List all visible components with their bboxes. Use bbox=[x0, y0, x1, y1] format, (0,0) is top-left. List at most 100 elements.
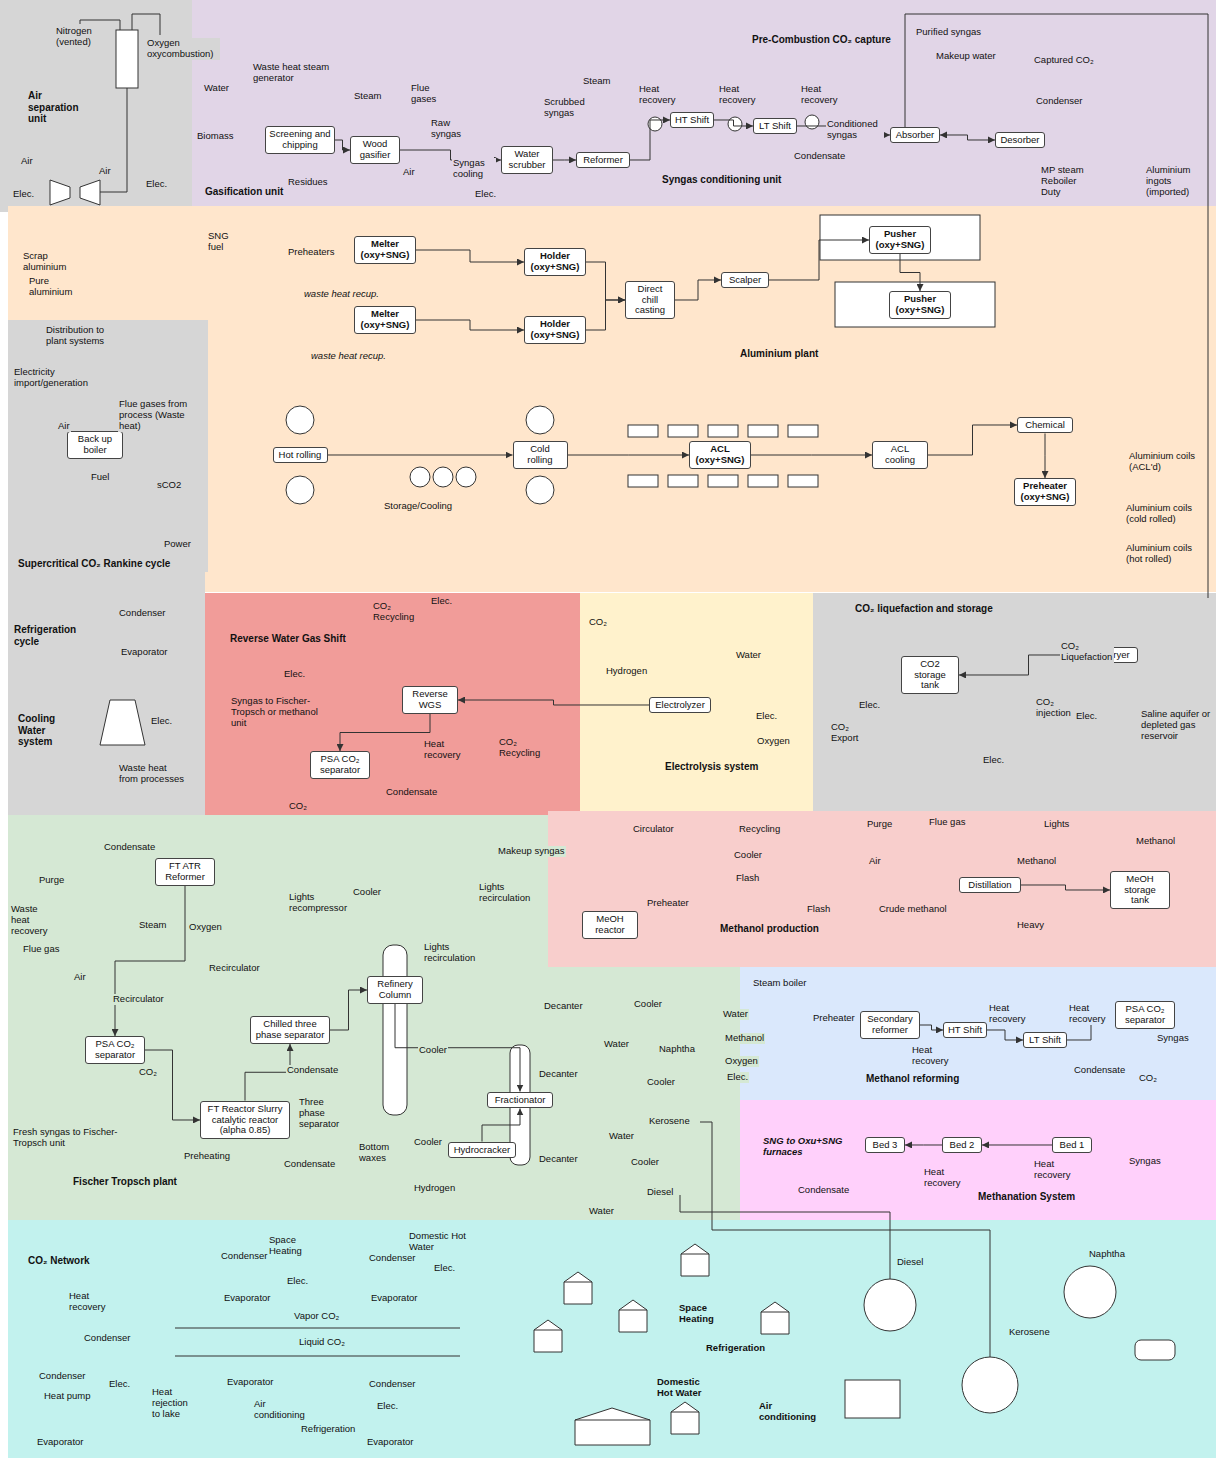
node-text: Screening and chipping bbox=[269, 129, 331, 151]
region-heading: Pre-Combustion CO₂ capture bbox=[752, 34, 891, 46]
label-text: Flash bbox=[806, 904, 831, 915]
process-box: Chilled three phase separator bbox=[250, 1016, 330, 1044]
pipe-line bbox=[671, 1402, 699, 1434]
equipment-shape bbox=[668, 425, 698, 437]
process-box: Holder (oxy+SNG) bbox=[524, 316, 586, 344]
label-text: Hydrogen bbox=[605, 666, 648, 677]
label-text: Condenser bbox=[1035, 96, 1083, 107]
process-box: Refinery Column bbox=[367, 976, 423, 1004]
label-text: Space Heating bbox=[678, 1303, 722, 1325]
label-text: Heat recovery bbox=[638, 84, 685, 106]
node-text: Bed 1 bbox=[1056, 1140, 1088, 1151]
equipment-shape bbox=[708, 425, 738, 437]
node-text: Refinery Column bbox=[371, 979, 419, 1001]
label-text: Three phase separator bbox=[298, 1097, 346, 1130]
region-band: CO₂ Network bbox=[8, 1220, 1216, 1458]
region-heading: Reverse Water Gas Shift bbox=[230, 633, 346, 645]
flow-connector bbox=[335, 140, 350, 150]
region-fill bbox=[548, 811, 1216, 967]
label-text: CO₂ bbox=[288, 801, 308, 812]
label-text: Captured CO₂ bbox=[1033, 55, 1095, 66]
label-text: Purge bbox=[38, 875, 65, 886]
equipment-shape bbox=[845, 1380, 900, 1418]
label-text: Refrigeration bbox=[300, 1424, 356, 1435]
region-band: Supercritical CO₂ Rankine cycle Back up b… bbox=[8, 320, 208, 572]
region-heading: Aluminium plant bbox=[740, 348, 818, 360]
label-text: Water bbox=[735, 650, 762, 661]
label-text: Methanol bbox=[724, 1033, 765, 1044]
node-text: Chemical bbox=[1021, 420, 1069, 431]
region-heading: Methanol reforming bbox=[866, 1073, 959, 1085]
label-text: Condenser bbox=[368, 1379, 416, 1390]
label-text: Waste heat steam generator bbox=[252, 62, 336, 84]
label-text: Waste heat recovery bbox=[10, 904, 57, 937]
label-text: Heat recovery bbox=[988, 1003, 1035, 1025]
region-heading: CO₂ Network bbox=[28, 1255, 90, 1267]
label-text: Preheating bbox=[183, 1151, 231, 1162]
label-text: Condensate bbox=[1073, 1065, 1126, 1076]
region-heading: Gasification unit bbox=[205, 186, 283, 198]
label-text: Water bbox=[722, 1009, 749, 1020]
pipe-line bbox=[175, 1328, 460, 1329]
region-fill bbox=[740, 967, 1216, 1100]
region-heading: Methanation System bbox=[978, 1191, 1075, 1203]
label-text: Condensate bbox=[283, 1159, 336, 1170]
label-text: Condensate bbox=[103, 842, 156, 853]
label-text: Syngas cooling bbox=[452, 158, 496, 180]
equipment-shape bbox=[668, 475, 698, 487]
node-text: MeOH storage tank bbox=[1114, 874, 1166, 907]
process-box: HT Shift bbox=[670, 112, 714, 129]
flow-connector bbox=[586, 262, 625, 300]
process-box: Reverse WGS bbox=[402, 686, 458, 714]
label-text: Preheater bbox=[812, 1013, 856, 1024]
vessel-symbol bbox=[1064, 1266, 1116, 1318]
label-text: Oxygen bbox=[756, 736, 791, 747]
label-text: Circulator bbox=[632, 824, 675, 835]
node-text: CO2 storage tank bbox=[905, 659, 955, 692]
node-text: Reformer bbox=[580, 155, 626, 166]
label-text: Conditioned syngas bbox=[826, 119, 884, 141]
label-text: Air bbox=[73, 972, 87, 983]
label-text: Preheater bbox=[646, 898, 690, 909]
label-text: Crude methanol bbox=[878, 904, 948, 915]
equipment-shape bbox=[628, 475, 658, 487]
node-text: HT Shift bbox=[674, 115, 710, 126]
process-box: Preheater (oxy+SNG) bbox=[1014, 478, 1076, 506]
process-box: Bed 2 bbox=[942, 1137, 982, 1154]
label-text: Domestic Hot Water bbox=[656, 1377, 712, 1399]
process-box: Direct chill casting bbox=[625, 281, 675, 320]
pipe-line bbox=[132, 14, 160, 35]
region-heading: Syngas conditioning unit bbox=[662, 174, 781, 186]
flow-connector bbox=[416, 250, 524, 262]
process-box: Back up boiler bbox=[67, 431, 123, 459]
node-text: PSA CO₂ separator bbox=[1119, 1004, 1171, 1026]
node-text: Hydrocracker bbox=[452, 1145, 512, 1156]
flow-connector bbox=[458, 700, 649, 705]
region-heading: Air separation unit bbox=[28, 90, 88, 125]
process-box: Desorber bbox=[995, 132, 1045, 149]
label-text: CO₂ bbox=[588, 617, 608, 628]
pipe-line bbox=[175, 1356, 460, 1357]
label-text: CO₂ Recycling bbox=[372, 601, 416, 623]
equipment-shape bbox=[820, 215, 980, 260]
label-text: Air bbox=[402, 167, 416, 178]
region-heading: Cooling Water system bbox=[18, 713, 80, 748]
region-band: Electrolysis systemElectrolyzer bbox=[580, 593, 813, 815]
label-text: Raw syngas bbox=[430, 118, 468, 140]
vessel-symbol bbox=[526, 476, 554, 504]
node-text: Pusher (oxy+SNG) bbox=[873, 229, 927, 251]
label-text: Elec. bbox=[145, 179, 168, 190]
flow-connector bbox=[1045, 433, 1046, 478]
label-text: Decanter bbox=[538, 1154, 579, 1165]
region-heading: Supercritical CO₂ Rankine cycle bbox=[18, 558, 170, 570]
label-text: Cooler bbox=[630, 1157, 660, 1168]
region-fill bbox=[205, 593, 580, 815]
label-text: Kerosene bbox=[1008, 1327, 1051, 1338]
label-text: Syngas bbox=[1128, 1156, 1162, 1167]
label-text: Heavy bbox=[1016, 920, 1045, 931]
process-box: LT Shift bbox=[753, 118, 797, 135]
node-text: Distillation bbox=[963, 880, 1017, 891]
flow-connector bbox=[568, 455, 690, 456]
region-heading: Electrolysis system bbox=[665, 761, 758, 773]
process-box: Absorber bbox=[890, 127, 940, 144]
